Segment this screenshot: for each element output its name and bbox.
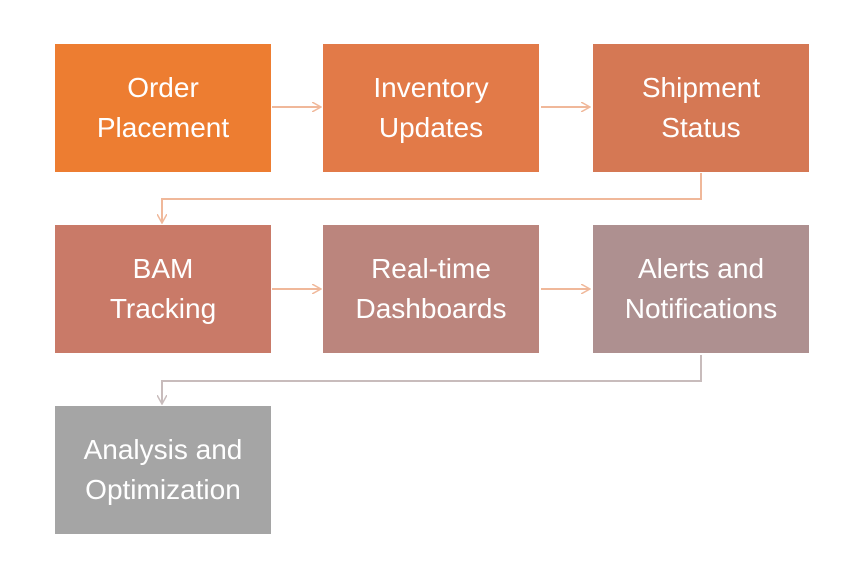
step-label: Order Placement bbox=[96, 72, 230, 143]
step-label: Analysis and Optimization bbox=[83, 434, 243, 505]
step-alerts-and-notifications: Alerts and Notifications bbox=[593, 225, 809, 353]
step-label: Alerts and Notifications bbox=[624, 253, 778, 324]
step-order-placement: Order Placement bbox=[55, 44, 271, 172]
step-inventory-updates: Inventory Updates bbox=[323, 44, 539, 172]
step-bam-tracking: BAM Tracking bbox=[55, 225, 271, 353]
step-label: Inventory Updates bbox=[373, 72, 489, 143]
step-shipment-status: Shipment Status bbox=[593, 44, 809, 172]
step-label: Shipment Status bbox=[641, 72, 761, 143]
step-label: Real-time Dashboards bbox=[355, 253, 507, 324]
step-analysis-and-optimization: Analysis and Optimization bbox=[55, 406, 271, 534]
arrow-alerts-to-analysis bbox=[162, 355, 702, 403]
step-label: BAM Tracking bbox=[109, 253, 217, 324]
step-real-time-dashboards: Real-time Dashboards bbox=[323, 225, 539, 353]
arrow-shipment-to-bam bbox=[162, 173, 702, 222]
